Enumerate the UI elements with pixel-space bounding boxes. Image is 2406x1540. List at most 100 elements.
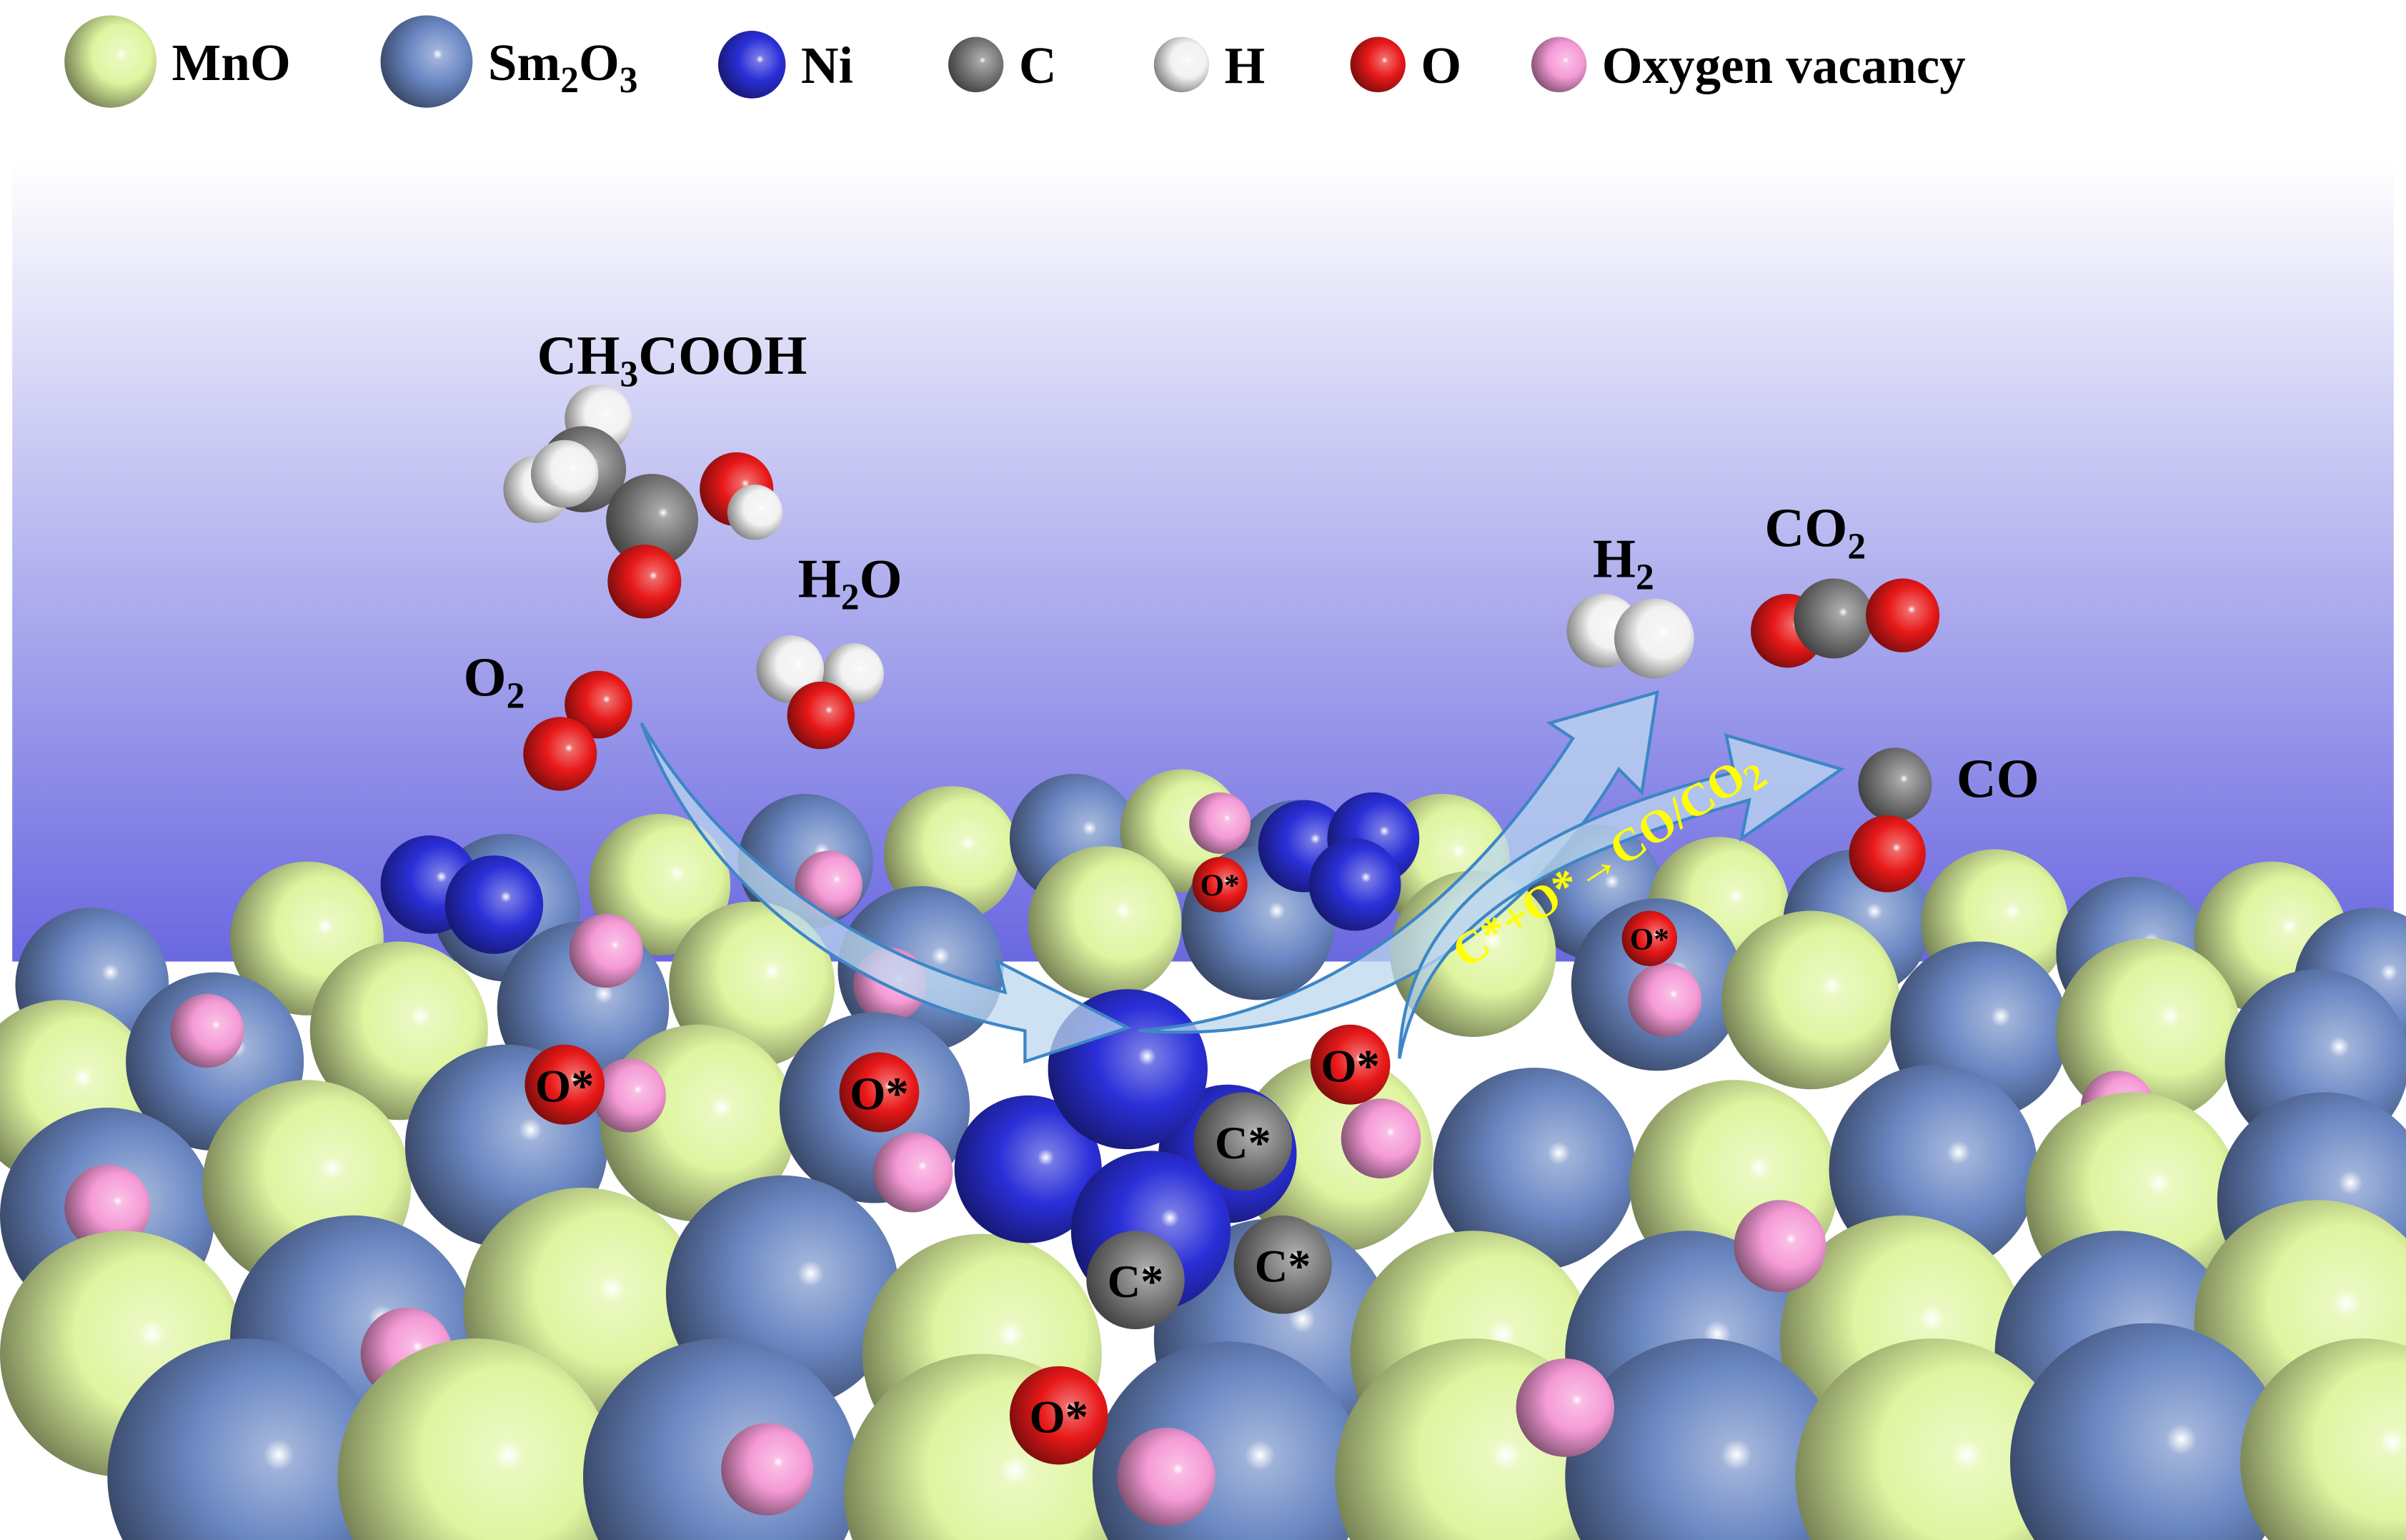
adsorbed-carbon: C* — [1233, 1215, 1332, 1314]
mno-atom — [1028, 846, 1182, 1000]
acetic-acid-label: CH3COOH — [537, 324, 807, 394]
sm2o3-atom — [1433, 1068, 1636, 1271]
oxygen-vacancy-atom — [1189, 792, 1251, 854]
oxygen-atom-sphere — [1310, 1024, 1391, 1105]
adsorbed-oxygen: O* — [525, 1044, 605, 1125]
ni-atom-sphere — [1308, 838, 1401, 931]
hydrogen-atom-sphere — [727, 485, 783, 540]
adsorbed-oxygen: O* — [1621, 910, 1678, 966]
carbon-atom-sphere — [606, 474, 699, 567]
surface-species-label: O* — [1029, 1391, 1088, 1442]
ni-atom — [1308, 838, 1401, 931]
oxygen-vacancy-atom — [795, 850, 863, 919]
oxygen-atom — [607, 545, 682, 619]
oxygen-vacancy-atom — [1628, 963, 1702, 1038]
legend-label: Sm2O3 — [488, 34, 638, 101]
oxygen-atom-sphere — [1192, 857, 1248, 913]
sm2o3-atom-sphere — [107, 1338, 384, 1540]
surface-species-label: O* — [1630, 923, 1669, 956]
oxygen-vacancy-atom-sphere — [721, 1423, 814, 1516]
legend-label: C — [1019, 36, 1057, 94]
surface-species-label: O* — [850, 1068, 908, 1119]
surface-species-label: C* — [1215, 1118, 1271, 1168]
sm2o3-atom-sphere — [1565, 1338, 1841, 1540]
carbon-atom — [1794, 578, 1874, 659]
oxygen-atom-sphere — [787, 681, 855, 750]
oxygen-vacancy-atom — [1516, 1358, 1614, 1457]
oxygen-atom — [1866, 578, 1940, 652]
reaction-arrows — [640, 690, 1845, 1064]
oxygen-vacancy-atom — [1734, 1200, 1826, 1293]
co-release-arrow — [1398, 732, 1845, 1059]
hydrogen-atom — [727, 485, 783, 540]
legend-label: O — [1421, 36, 1461, 94]
molecule-labels: CH3COOH H2O O2 H2 CO2 CO — [463, 324, 2039, 809]
oxygen-vacancy-atom-sphere — [1516, 1358, 1614, 1457]
oxygen-vacancy-atom-sphere — [1734, 1200, 1826, 1293]
oxygen-vacancy-atom-sphere — [64, 1164, 151, 1251]
sm2o3-atom — [1565, 1338, 1841, 1540]
oxygen-vacancy-atom — [592, 1058, 666, 1133]
surface-species-label: C* — [1255, 1241, 1311, 1291]
surface-species-label: O* — [1200, 869, 1240, 903]
sm2o3-atom-sphere — [2010, 1323, 2287, 1540]
surface-species-label: C* — [1108, 1256, 1164, 1307]
adsorbed-carbon: C* — [1086, 1231, 1185, 1330]
oxygen-vacancy-atom — [1117, 1427, 1216, 1526]
hydrogen-label: H2 — [1593, 527, 1654, 597]
ni-atom-sphere — [954, 1095, 1102, 1243]
legend-item-o: O — [1350, 36, 1461, 94]
legend-item-sm2o3: Sm2O3 — [380, 15, 638, 108]
hydrogen-sphere-icon — [1153, 36, 1210, 93]
adsorbed-oxygen: O* — [839, 1052, 920, 1133]
adsorbed-oxygen: O* — [1310, 1024, 1391, 1105]
legend-item-ov: Oxygen vacancy — [1531, 36, 1966, 94]
surface-species-label: O* — [535, 1060, 594, 1111]
hydrogen-atom-sphere — [530, 439, 599, 508]
oxygen-vacancy-atom-sphere — [1628, 963, 1702, 1038]
legend-item-ni: Ni — [717, 31, 853, 99]
oxygen-vacancy-sphere-icon — [1531, 36, 1587, 93]
hydrogen-atom — [530, 439, 599, 508]
oxygen-atom-sphere — [1009, 1366, 1108, 1465]
catalyst-surface: C* C* C* O* O* O* O* O* O* — [0, 769, 2406, 1540]
mno-atom-sphere — [1721, 910, 1900, 1090]
adsorption-arrow — [640, 722, 1132, 1064]
carbon-atom — [606, 474, 699, 567]
oxygen-vacancy-atom — [873, 1132, 953, 1213]
gas-molecules — [503, 384, 1940, 893]
mno-atom-sphere — [337, 1338, 614, 1540]
ni-atom-sphere — [444, 855, 544, 954]
mno-atom-sphere — [1028, 846, 1182, 1000]
adsorbed-oxygen: O* — [1192, 857, 1248, 913]
oxygen-vacancy-atom-sphere — [1189, 792, 1251, 854]
mno-sphere-icon — [64, 15, 157, 108]
h2-release-arrow — [1138, 690, 1659, 1034]
oxygen-vacancy-atom-sphere — [1341, 1098, 1421, 1179]
oxygen-sphere-icon — [1350, 36, 1406, 93]
carbon-dioxide-label: CO2 — [1764, 497, 1866, 567]
oxygen-label: O2 — [463, 646, 525, 716]
legend-item-mno: MnO — [64, 15, 291, 108]
legend-label: Ni — [801, 36, 853, 94]
oxygen-vacancy-atom-sphere — [795, 850, 863, 919]
oxygen-atom-sphere — [1866, 578, 1940, 652]
mno-atom-sphere — [2240, 1338, 2406, 1540]
sm2o3-sphere-icon — [380, 15, 473, 108]
oxygen-atom-sphere — [1849, 815, 1926, 893]
oxygen-atom-sphere — [525, 1044, 605, 1125]
oxygen-vacancy-atom — [721, 1423, 814, 1516]
mno-atom — [2240, 1338, 2406, 1540]
mno-atom-sphere — [1795, 1338, 2072, 1540]
water-label: H2O — [798, 547, 903, 617]
adsorbed-oxygen: O* — [1009, 1366, 1108, 1465]
legend-item-c: C — [948, 36, 1057, 94]
oxygen-vacancy-atom — [170, 993, 244, 1068]
legend-item-h: H — [1153, 36, 1265, 94]
oxygen-vacancy-atom — [64, 1164, 151, 1251]
oxygen-atom-sphere — [839, 1052, 920, 1133]
oxygen-atom-sphere — [607, 545, 682, 619]
carbon-atom-sphere — [1193, 1092, 1293, 1191]
mno-atom — [1795, 1338, 2072, 1540]
